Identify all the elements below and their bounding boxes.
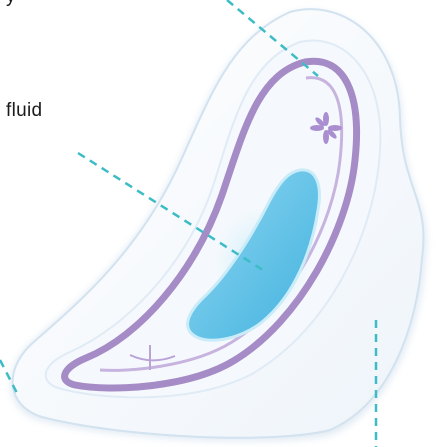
diagram: y fluid <box>0 0 443 447</box>
pad-illustration <box>0 0 443 447</box>
